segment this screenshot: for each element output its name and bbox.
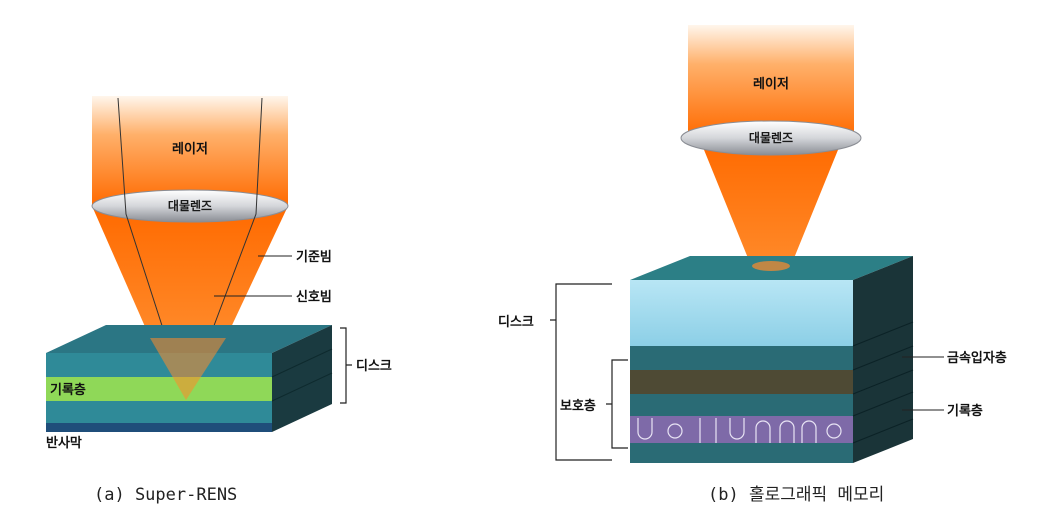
layer-b-metal-particle: [630, 370, 853, 394]
disc-a-side-face: [272, 325, 332, 432]
disc-bracket-b: [550, 283, 612, 461]
pit-7: [779, 420, 795, 443]
layer-b-protective-2: [630, 394, 853, 416]
protective-bracket-b: [606, 359, 628, 449]
diagram-b: 레이저 대물렌즈 디스크 보호층 금속입자층 기록층 (b) 홀로그래픽 메모리: [498, 25, 1007, 505]
focus-cone-a: [92, 206, 288, 338]
protective-layer-label: 보호층: [560, 398, 596, 414]
b-side-line-2: [852, 345, 914, 371]
layer-b-transparent: [630, 280, 853, 346]
layer-a-bottom-teal: [46, 401, 272, 423]
objective-lens-b: [680, 120, 862, 156]
recording-layer-label-b: 기록층: [947, 403, 983, 419]
pit-8: [801, 420, 817, 443]
recording-layer-label-a: 기록층: [50, 382, 86, 398]
side-line-1: [271, 348, 333, 378]
pit-9: [826, 423, 842, 439]
caption-b: (b) 홀로그래픽 메모리: [708, 485, 884, 505]
metal-particle-layer-label: 금속입자층: [947, 350, 1007, 366]
layer-b-bottom: [630, 443, 853, 463]
objective-lens-a: [91, 189, 289, 223]
layer-b-protective-1: [630, 346, 853, 370]
layer-b-recording: [630, 416, 853, 443]
pit-6: [755, 420, 771, 443]
lens-label-a: 대물렌즈: [168, 198, 212, 213]
recording-pits: [637, 418, 842, 443]
focus-tip-a: [150, 338, 226, 400]
laser-beam-b: [688, 25, 854, 137]
layer-a-reflective: [46, 423, 272, 432]
laser-label-b: 레이저: [753, 76, 789, 92]
reference-beam-label: 기준빔: [296, 250, 332, 265]
b-side-line-4: [852, 391, 914, 417]
caption-a: (a) Super-RENS: [94, 485, 237, 505]
layer-a-top-teal: [46, 353, 272, 377]
reflective-film-label: 반사막: [46, 435, 82, 451]
diagram-a: 레이저 대물렌즈 기준빔 신호빔 기록층 디스크 반사막 (a) Super-R…: [46, 96, 392, 505]
b-side-line-1: [852, 321, 914, 347]
laser-label-a: 레이저: [172, 141, 208, 157]
side-line-2: [271, 372, 333, 402]
disc-b-side-face: [853, 256, 913, 463]
signal-beam-label: 신호빔: [296, 290, 332, 305]
disc-bracket-a: [340, 327, 352, 404]
pit-5: [729, 418, 745, 440]
pit-1: [637, 418, 653, 440]
b-side-line-5: [852, 418, 914, 444]
pit-2: [667, 423, 683, 439]
disc-label-b: 디스크: [498, 314, 534, 330]
b-side-line-3: [852, 369, 914, 395]
lens-label-b: 대물렌즈: [749, 130, 793, 145]
focus-cone-b: [700, 140, 842, 268]
focus-spot-b: [752, 261, 790, 271]
layer-a-recording: [46, 377, 272, 401]
disc-label-a: 디스크: [356, 358, 392, 374]
